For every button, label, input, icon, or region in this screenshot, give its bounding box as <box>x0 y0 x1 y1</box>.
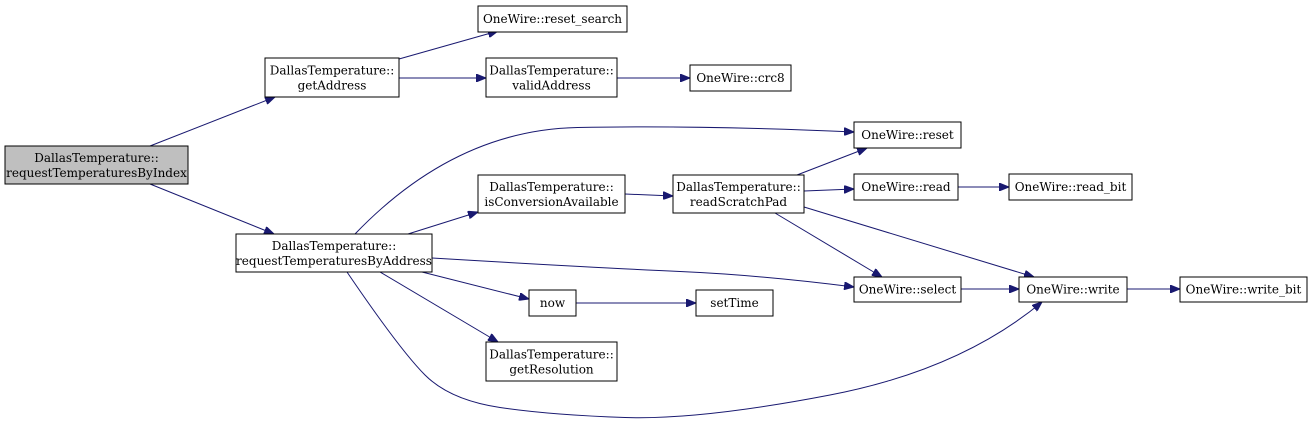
node-setTime[interactable]: setTime <box>695 289 774 317</box>
node-label-write_bit-line1: OneWire::write_bit <box>1186 283 1302 297</box>
node-label-validAddress-line1: DallasTemperature:: <box>489 64 613 78</box>
node-box-write_bit[interactable] <box>1179 276 1308 303</box>
node-box-crc8[interactable] <box>689 64 792 92</box>
edge-readScratchPad-to-select <box>774 212 882 277</box>
edge-requestTemperaturesByIndex-to-requestTemperaturesByAddress <box>149 183 274 234</box>
node-now[interactable]: now <box>528 289 577 317</box>
node-label-validAddress-line2: validAddress <box>511 79 590 93</box>
node-box-requestTemperaturesByIndex[interactable] <box>4 145 189 185</box>
node-select[interactable]: OneWire::select <box>853 276 962 303</box>
node-box-getAddress[interactable] <box>264 57 400 98</box>
node-readScratchPad[interactable]: DallasTemperature::readScratchPad <box>672 174 805 214</box>
node-label-requestTemperaturesByAddress-line2: requestTemperaturesByAddress <box>236 254 432 268</box>
node-reset[interactable]: OneWire::reset <box>853 121 962 149</box>
node-label-now-line1: now <box>540 296 566 310</box>
node-requestTemperaturesByIndex[interactable]: DallasTemperature::requestTemperaturesBy… <box>4 145 189 185</box>
node-box-setTime[interactable] <box>695 289 774 317</box>
node-box-reset_search[interactable] <box>477 5 628 33</box>
node-label-setTime-line1: setTime <box>710 296 758 310</box>
edge-requestTemperaturesByAddress-to-isConversionAvailable <box>407 212 478 235</box>
node-label-getAddress-line1: DallasTemperature:: <box>270 64 394 78</box>
node-label-reset-line1: OneWire::reset <box>861 128 954 142</box>
node-box-read[interactable] <box>853 173 959 201</box>
node-box-readScratchPad[interactable] <box>672 174 805 214</box>
node-isConversionAvailable[interactable]: DallasTemperature::isConversionAvailable <box>477 174 626 214</box>
node-label-getAddress-line2: getAddress <box>298 79 367 93</box>
node-label-readScratchPad-line2: readScratchPad <box>690 195 787 209</box>
node-box-read_bit[interactable] <box>1008 173 1133 201</box>
node-label-select-line1: OneWire::select <box>859 283 956 297</box>
node-read[interactable]: OneWire::read <box>853 173 959 201</box>
node-validAddress[interactable]: DallasTemperature::validAddress <box>485 57 618 98</box>
node-label-requestTemperaturesByIndex-line2: requestTemperaturesByIndex <box>6 166 187 180</box>
node-write[interactable]: OneWire::write <box>1018 276 1128 303</box>
node-read_bit[interactable]: OneWire::read_bit <box>1008 173 1133 201</box>
node-getAddress[interactable]: DallasTemperature::getAddress <box>264 57 400 98</box>
node-label-crc8-line1: OneWire::crc8 <box>696 71 784 85</box>
edge-requestTemperaturesByAddress-to-reset <box>354 126 854 235</box>
edge-readScratchPad-to-reset <box>796 148 867 176</box>
edge-requestTemperaturesByAddress-to-now <box>421 271 529 299</box>
node-label-requestTemperaturesByAddress-line1: DallasTemperature:: <box>272 239 396 253</box>
node-box-write[interactable] <box>1018 276 1128 303</box>
edge-readScratchPad-to-read <box>803 189 854 191</box>
node-requestTemperaturesByAddress[interactable]: DallasTemperature::requestTemperaturesBy… <box>235 233 433 273</box>
node-write_bit[interactable]: OneWire::write_bit <box>1179 276 1308 303</box>
node-label-isConversionAvailable-line1: DallasTemperature:: <box>489 180 613 194</box>
node-label-reset_search-line1: OneWire::reset_search <box>483 12 622 26</box>
edge-requestTemperaturesByAddress-to-select <box>431 257 854 287</box>
node-reset_search[interactable]: OneWire::reset_search <box>477 5 628 33</box>
edge-readScratchPad-to-write <box>803 206 1034 277</box>
node-box-now[interactable] <box>528 289 577 317</box>
node-box-isConversionAvailable[interactable] <box>477 174 626 214</box>
node-box-getResolution[interactable] <box>485 341 618 382</box>
node-box-reset[interactable] <box>853 121 962 149</box>
edge-requestTemperaturesByIndex-to-getAddress <box>149 97 275 147</box>
edge-isConversionAvailable-to-readScratchPad <box>624 194 673 196</box>
node-label-write-line1: OneWire::write <box>1026 283 1119 297</box>
edge-getAddress-to-reset_search <box>398 31 498 60</box>
node-label-getResolution-line1: DallasTemperature:: <box>489 348 613 362</box>
node-label-getResolution-line2: getResolution <box>509 363 594 377</box>
node-label-read_bit-line1: OneWire::read_bit <box>1015 180 1127 194</box>
node-box-validAddress[interactable] <box>485 57 618 98</box>
node-label-isConversionAvailable-line2: isConversionAvailable <box>484 195 618 209</box>
node-label-requestTemperaturesByIndex-line1: DallasTemperature:: <box>34 151 158 165</box>
edge-requestTemperaturesByAddress-to-getResolution <box>379 271 498 342</box>
node-box-select[interactable] <box>853 276 962 303</box>
edge-requestTemperaturesByAddress-to-write <box>346 271 1042 419</box>
node-getResolution[interactable]: DallasTemperature::getResolution <box>485 341 618 382</box>
node-crc8[interactable]: OneWire::crc8 <box>689 64 792 92</box>
edges <box>149 31 1180 419</box>
node-box-requestTemperaturesByAddress[interactable] <box>235 233 433 273</box>
node-label-read-line1: OneWire::read <box>861 180 951 194</box>
nodes: DallasTemperature::requestTemperaturesBy… <box>4 5 1308 382</box>
node-label-readScratchPad-line1: DallasTemperature:: <box>676 180 800 194</box>
